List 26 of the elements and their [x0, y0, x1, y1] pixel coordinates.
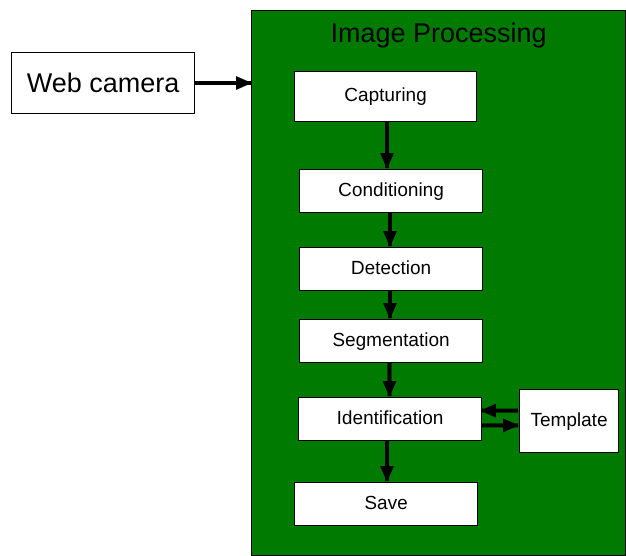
box-label: Identification — [336, 406, 444, 431]
process-box — [299, 319, 483, 363]
arrow — [382, 362, 396, 397]
arrow — [383, 212, 397, 247]
box-label: Template — [530, 408, 608, 433]
box-label: Capturing — [344, 84, 427, 108]
panel-title: Image Processing — [329, 17, 548, 49]
process-box — [294, 71, 477, 122]
process-box — [11, 52, 195, 114]
box-label: Conditioning — [338, 178, 444, 203]
box-label: Save — [364, 492, 408, 516]
process-box — [299, 247, 483, 291]
process-box — [294, 482, 478, 526]
process-box — [519, 389, 619, 453]
box-label: Web camera — [26, 66, 180, 100]
box-label: Detection — [350, 256, 432, 281]
box-label: Segmentation — [332, 328, 450, 353]
arrow — [383, 290, 397, 319]
arrow — [380, 440, 394, 482]
arrow — [380, 121, 394, 169]
group-panel — [251, 10, 626, 556]
process-box — [298, 397, 482, 441]
arrow — [195, 76, 252, 90]
arrow — [481, 418, 519, 432]
process-box — [299, 169, 483, 213]
arrow — [480, 404, 518, 418]
